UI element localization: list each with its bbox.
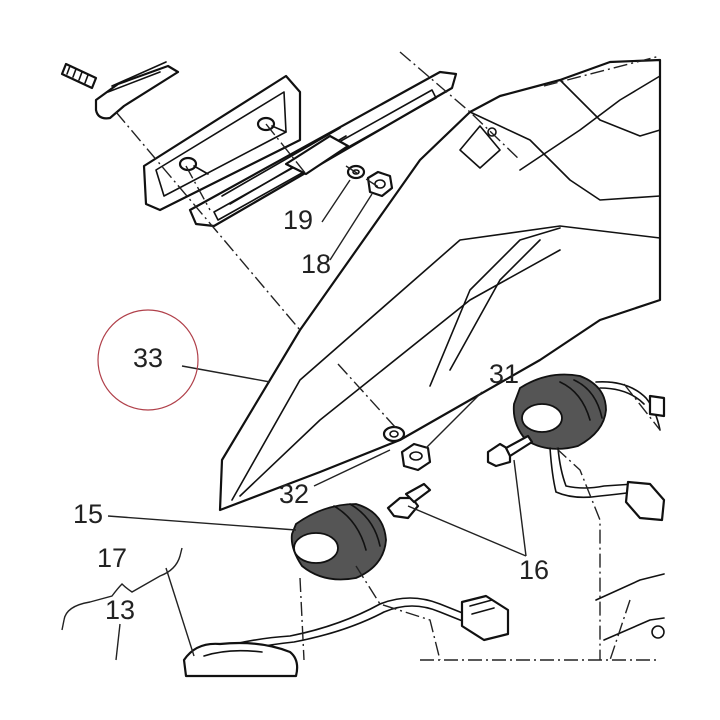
callout-19: 19 [283, 205, 313, 235]
callout-16: 16 [519, 555, 549, 585]
license-plate-bracket [60, 61, 458, 228]
callout-18: 18 [301, 249, 331, 279]
top-left-bolt [60, 62, 98, 90]
callout-13: 13 [105, 595, 135, 625]
rubber-grommet-15 [290, 503, 387, 581]
nut-18 [366, 170, 394, 198]
highlight-circle [97, 309, 199, 411]
turn-signal-housing [182, 641, 299, 678]
right-lower-bracket [595, 573, 665, 641]
washer-32 [382, 425, 406, 443]
rubber-grommet-right [512, 373, 607, 450]
callout-31: 31 [489, 359, 519, 389]
bolt-16-left [386, 482, 432, 520]
group-bracket-17 [61, 547, 183, 631]
callout-32: 32 [279, 479, 309, 509]
callout-33: 33 [133, 343, 163, 373]
callout-15: 15 [73, 499, 103, 529]
callout-17: 17 [97, 543, 127, 573]
nut-31 [400, 442, 432, 472]
leader-lines [107, 179, 527, 661]
bolt-16-right [486, 434, 534, 468]
rear-fender-panel-33 [218, 58, 662, 512]
assembly-center-lines [115, 51, 661, 661]
